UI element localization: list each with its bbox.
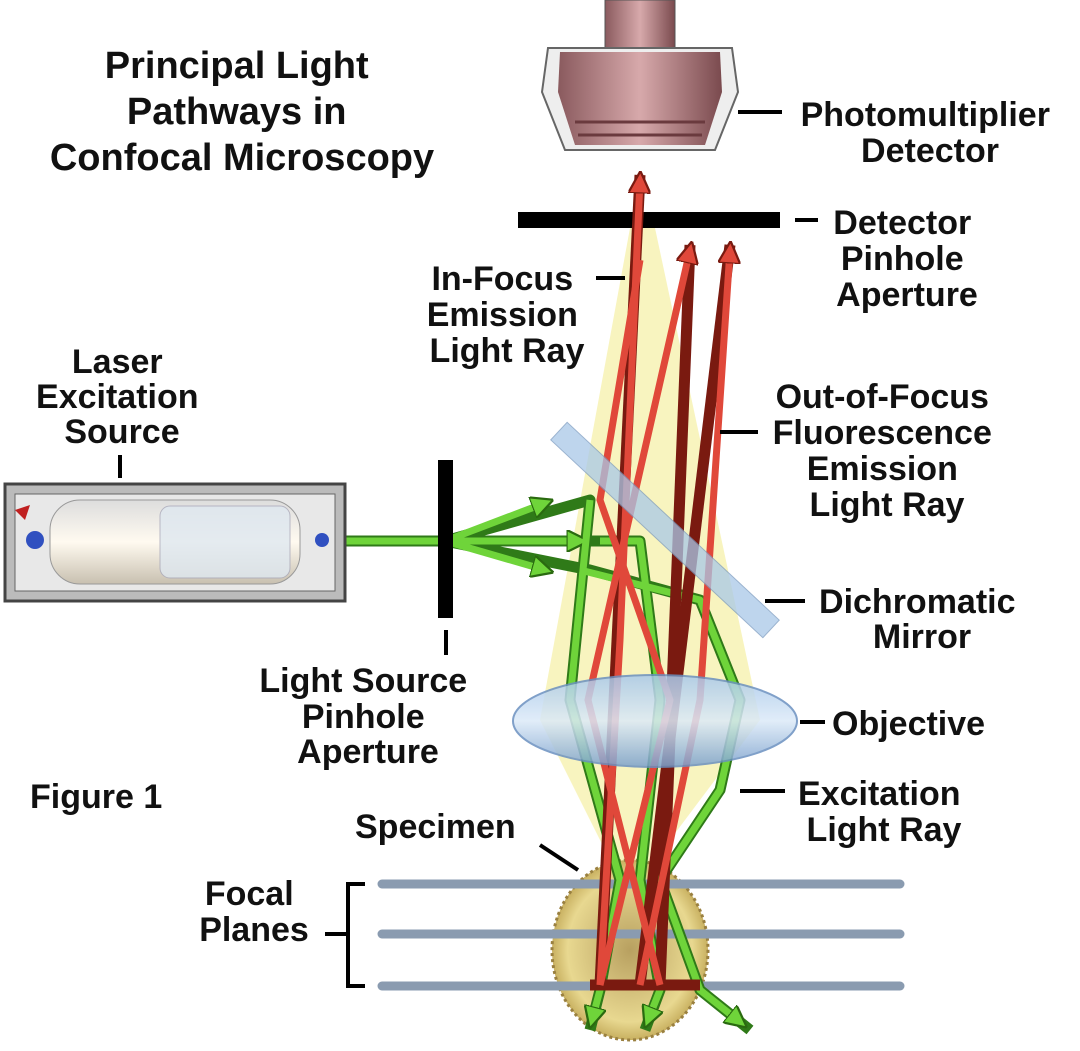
- label-dichromatic: Dichromatic Mirror: [819, 583, 1025, 656]
- dichromatic-mirror: [550, 421, 780, 639]
- label-objective: Objective: [832, 705, 985, 743]
- detector-pinhole-bar: [518, 212, 780, 228]
- label-photomultiplier: Photomultiplier Detector: [801, 96, 1060, 170]
- label-out-of-focus: Out-of-Focus Fluorescence Emission Light…: [773, 378, 1002, 524]
- photomultiplier-detector: [540, 0, 740, 151]
- label-light-source-pinhole: Light Source Pinhole Aperture: [259, 662, 476, 771]
- light-source-pinhole-bar: [438, 460, 453, 618]
- label-specimen: Specimen: [355, 808, 516, 846]
- leader-lines: [118, 110, 825, 988]
- label-detector-pinhole: Detector Pinhole Aperture: [833, 204, 980, 314]
- label-in-focus: In-Focus Emission Light Ray: [427, 260, 588, 370]
- laser-excitation-source: [3, 482, 347, 603]
- label-excitation: Excitation Light Ray: [798, 775, 970, 849]
- label-focal-planes: Focal Planes: [199, 875, 309, 949]
- label-laser: Laser Excitation Source: [36, 343, 208, 451]
- figure-label: Figure 1: [30, 778, 162, 816]
- diagram-title: Principal Light Pathways in Confocal Mic…: [50, 45, 434, 179]
- objective-lens: [512, 674, 798, 768]
